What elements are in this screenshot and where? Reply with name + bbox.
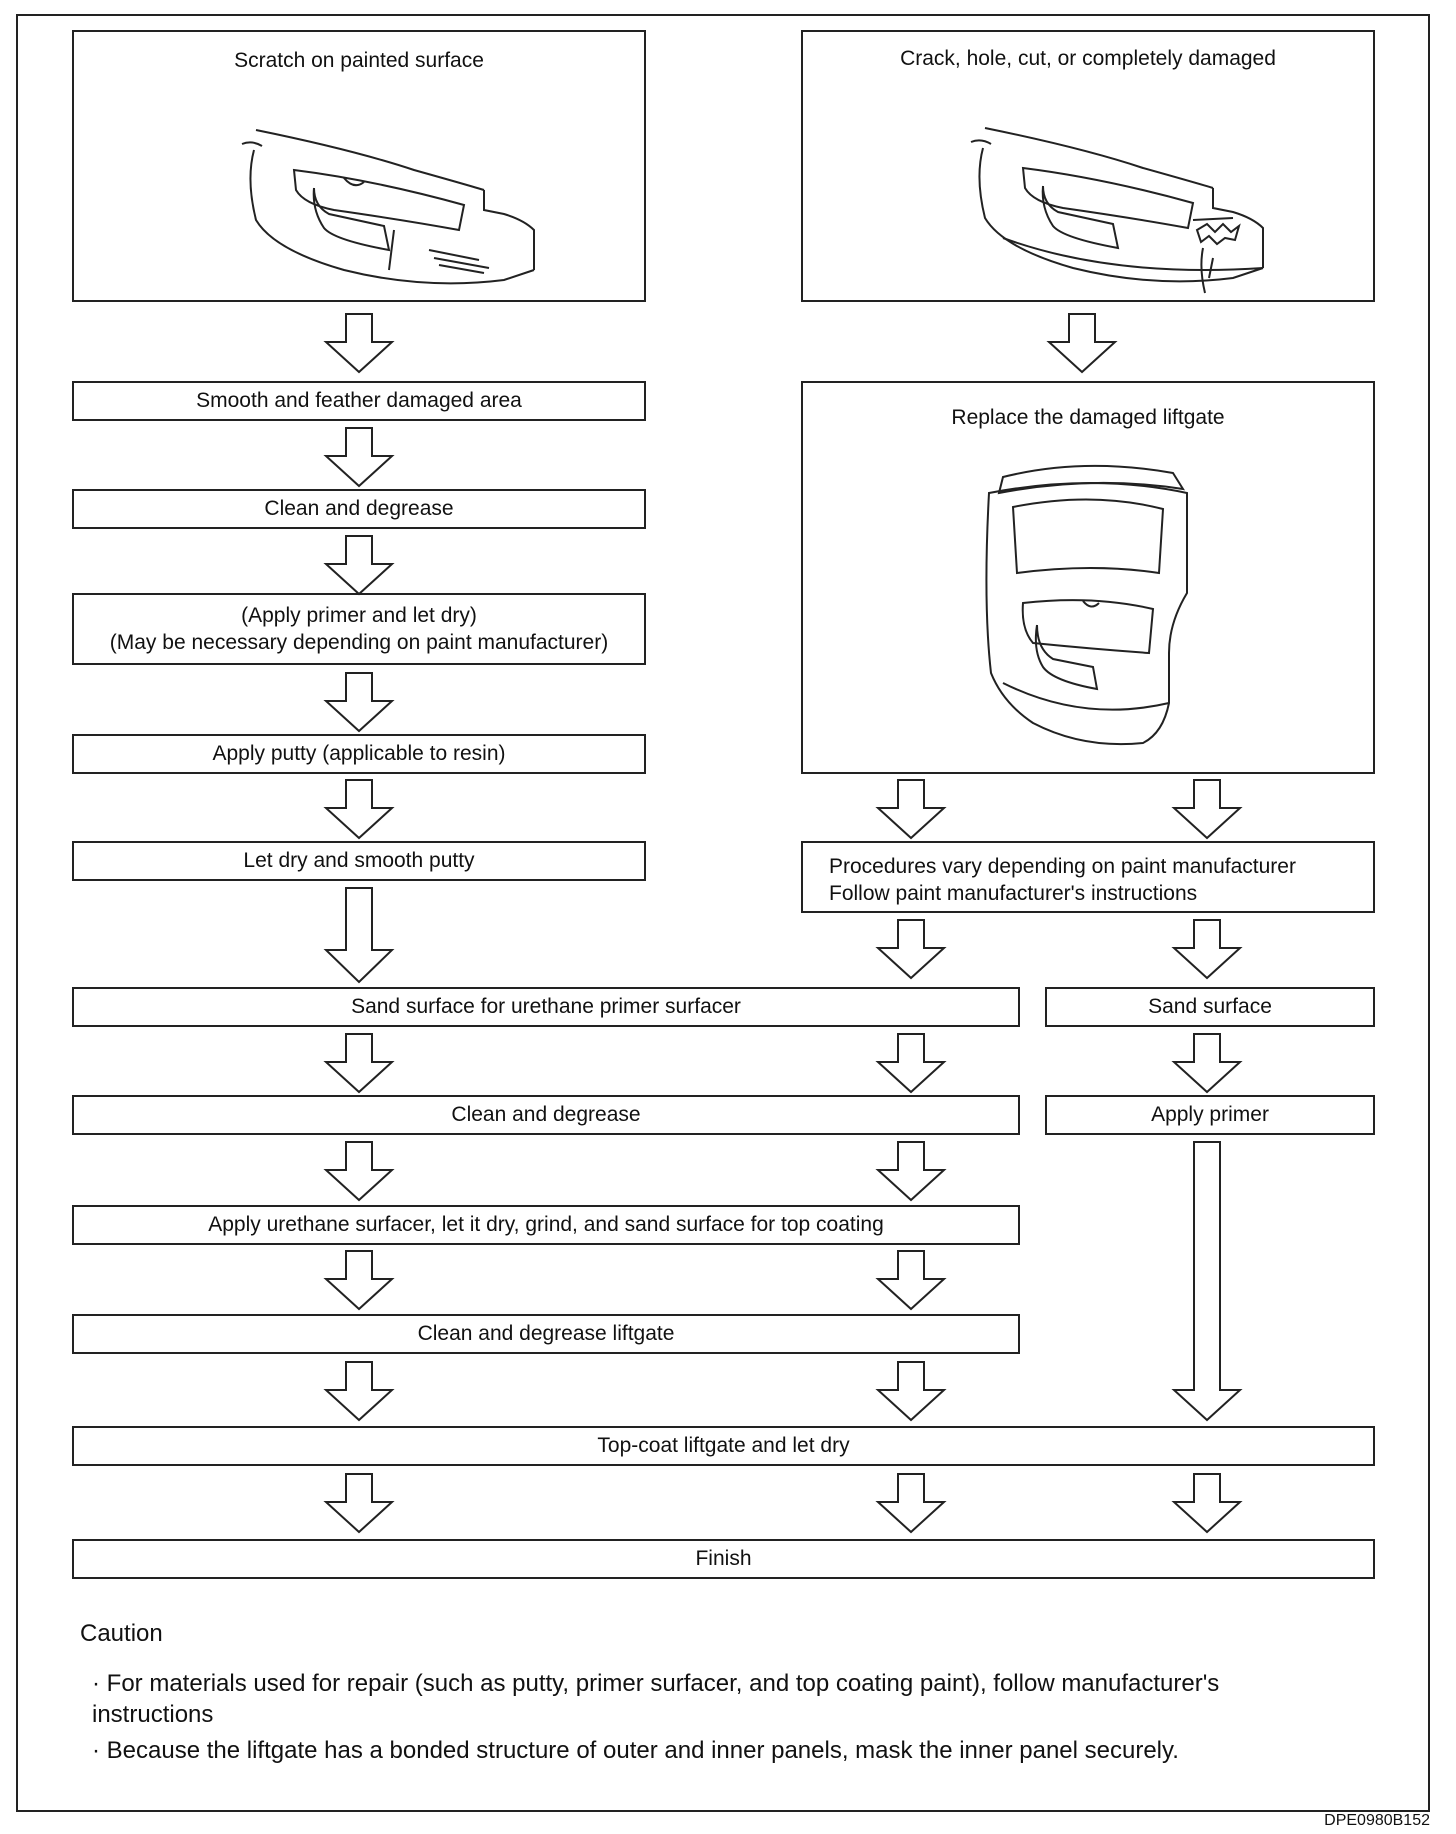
arrow-topcoat-to-finish-middle <box>877 1473 945 1533</box>
scratched-bumper-illustration <box>241 129 535 285</box>
figure-code: DPE0980B152 <box>1324 1812 1430 1829</box>
arrow-topcoat-to-finish-right <box>1173 1473 1241 1533</box>
follow-instructions-label: Follow paint manufacturer's instructions <box>829 882 1198 906</box>
arrow-sand-surface-to-primer <box>1173 1033 1241 1093</box>
arrow-topcoat-to-finish-left <box>325 1473 393 1533</box>
cracked-bumper-illustration <box>970 127 1264 294</box>
step-smooth-feather: Smooth and feather damaged area <box>72 381 646 421</box>
arrow-clean-to-surfacer-right <box>877 1141 945 1201</box>
arrow-surfacer-to-liftgate-right <box>877 1250 945 1310</box>
step-sand-surface-label: Sand surface <box>1148 995 1272 1019</box>
step-clean-degrease-2-label: Clean and degrease <box>451 1103 641 1127</box>
step-apply-primer-label: (Apply primer and let dry) <box>241 603 477 627</box>
arrow-putty-to-dry <box>325 779 393 839</box>
arrow-sand-to-clean-right <box>877 1033 945 1093</box>
step-dry-smooth-putty-label: Let dry and smooth putty <box>243 849 475 873</box>
arrow-procedures-to-sand-urethane <box>877 919 945 979</box>
arrow-smooth-to-clean <box>325 427 393 487</box>
step-topcoat-label: Top-coat liftgate and let dry <box>597 1434 850 1458</box>
step-apply-urethane-surfacer-label: Apply urethane surfacer, let it dry, gri… <box>208 1213 884 1237</box>
caution-bullet-1: · <box>92 1670 100 1697</box>
arrow-replace-to-procedures-left <box>877 779 945 839</box>
arrow-primer-to-putty <box>325 672 393 732</box>
procedures-vary-box: Procedures vary depending on paint manuf… <box>801 841 1375 913</box>
caution-item-2: · Because the liftgate has a bonded stru… <box>92 1735 1342 1766</box>
replace-liftgate-label: Replace the damaged liftgate <box>951 406 1225 429</box>
liftgate-illustration <box>985 464 1188 746</box>
step-topcoat: Top-coat liftgate and let dry <box>72 1426 1375 1466</box>
step-clean-degrease-liftgate-label: Clean and degrease liftgate <box>417 1322 675 1346</box>
arrow-crack-to-replace <box>1048 313 1116 373</box>
step-apply-primer-note: (May be necessary depending on paint man… <box>109 631 609 654</box>
arrow-liftgate-to-topcoat-left <box>325 1361 393 1421</box>
step-sand-urethane: Sand surface for urethane primer surface… <box>72 987 1020 1027</box>
step-sand-urethane-label: Sand surface for urethane primer surface… <box>351 995 741 1019</box>
arrow-primer-to-topcoat-long <box>1171 1141 1243 1422</box>
caution-title: Caution <box>80 1620 163 1647</box>
step-smooth-feather-label: Smooth and feather damaged area <box>196 389 522 413</box>
scratch-damage-box: Scratch on painted surface <box>72 30 646 302</box>
step-clean-degrease-liftgate: Clean and degrease liftgate <box>72 1314 1020 1354</box>
step-sand-surface: Sand surface <box>1045 987 1375 1027</box>
caution-bullet-2: · <box>92 1737 100 1764</box>
step-apply-urethane-surfacer: Apply urethane surfacer, let it dry, gri… <box>72 1205 1020 1245</box>
step-finish-label: Finish <box>695 1547 752 1571</box>
step-apply-primer-right-label: Apply primer <box>1151 1103 1269 1127</box>
arrow-sand-to-clean-left <box>325 1033 393 1093</box>
crack-damage-label: Crack, hole, cut, or completely damaged <box>900 47 1276 70</box>
scratch-damage-label: Scratch on painted surface <box>234 49 484 72</box>
arrow-scratch-to-smooth <box>325 313 393 373</box>
arrow-clean-to-surfacer-left <box>325 1141 393 1201</box>
figure-frame <box>16 14 1430 1812</box>
procedures-vary-label: Procedures vary depending on paint manuf… <box>829 855 1296 878</box>
step-apply-putty: Apply putty (applicable to resin) <box>72 734 646 774</box>
step-dry-smooth-putty: Let dry and smooth putty <box>72 841 646 881</box>
caution-item-1-text: For materials used for repair (such as p… <box>92 1670 1220 1729</box>
caution-item-2-text: Because the liftgate has a bonded struct… <box>106 1737 1179 1764</box>
arrow-liftgate-to-topcoat-right <box>877 1361 945 1421</box>
step-clean-degrease-2: Clean and degrease <box>72 1095 1020 1135</box>
step-clean-degrease-1: Clean and degrease <box>72 489 646 529</box>
step-finish: Finish <box>72 1539 1375 1579</box>
arrow-replace-to-procedures-right <box>1173 779 1241 839</box>
step-clean-degrease-1-label: Clean and degrease <box>264 497 454 521</box>
step-apply-putty-label: Apply putty (applicable to resin) <box>212 742 506 766</box>
caution-item-1: · For materials used for repair (such as… <box>92 1668 1342 1730</box>
replace-liftgate-box: Replace the damaged liftgate <box>801 381 1375 774</box>
arrow-dry-to-sand-long <box>323 887 395 984</box>
crack-damage-box: Crack, hole, cut, or completely damaged <box>801 30 1375 302</box>
arrow-surfacer-to-liftgate-left <box>325 1250 393 1310</box>
step-apply-primer-right: Apply primer <box>1045 1095 1375 1135</box>
arrow-procedures-to-sand-surface <box>1173 919 1241 979</box>
arrow-clean-to-primer <box>325 535 393 595</box>
